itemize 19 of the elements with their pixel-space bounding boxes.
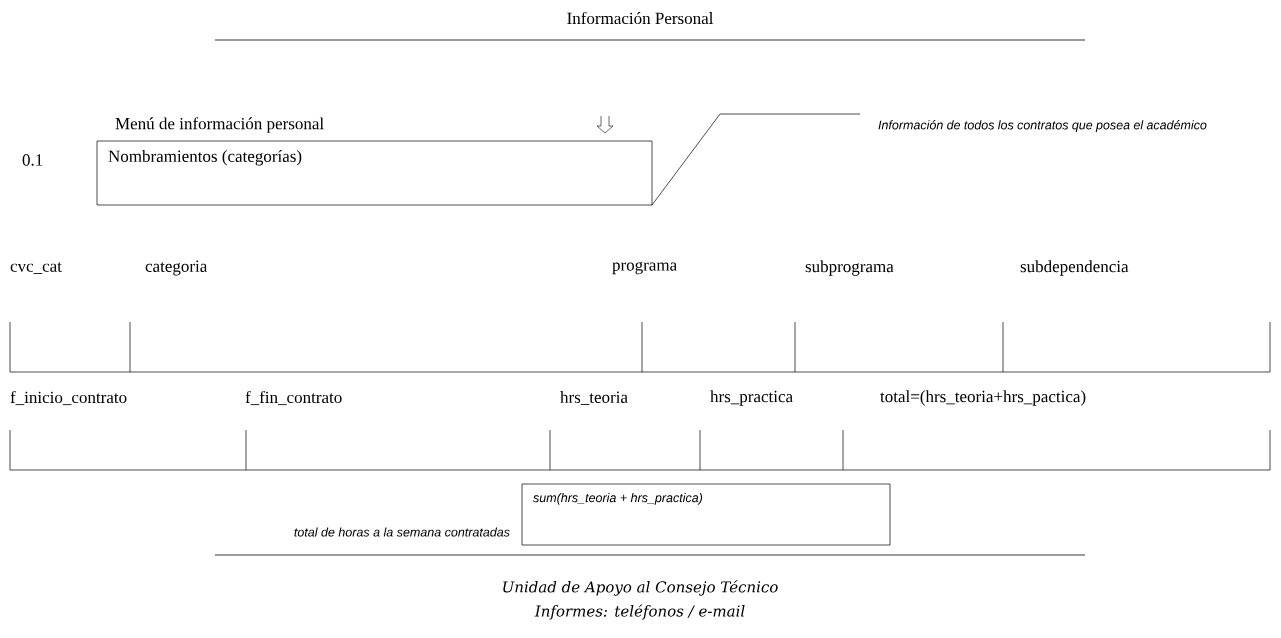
field-name: subprograma bbox=[805, 260, 894, 276]
item-number: 0.1 bbox=[22, 154, 43, 166]
annotation-text: Información de todos los contratos que posea el académico bbox=[878, 120, 1207, 132]
field-name: total=(hrs_teoria+hrs_pactica) bbox=[880, 390, 1086, 406]
field-name: f_inicio_contrato bbox=[10, 390, 127, 406]
footer-text: Unidad de Apoyo al Consejo Técnico bbox=[503, 580, 778, 596]
menu-item-box: Nombramientos (categorías) bbox=[96, 140, 653, 206]
field-name: hrs_practica bbox=[710, 390, 793, 406]
field-name: hrs_teoria bbox=[560, 391, 628, 405]
field-name: programa bbox=[612, 261, 677, 275]
side-note: total de horas a la semana contratadas bbox=[294, 527, 510, 537]
field-name: categoria bbox=[145, 260, 208, 276]
formula-box: sum(hrs_teoria + hrs_practica) bbox=[521, 483, 891, 546]
field-name: cvc_cat bbox=[10, 262, 62, 274]
footer-text: Informes: teléfonos / e-mail bbox=[534, 604, 745, 620]
field-name: f_fin_contrato bbox=[245, 390, 342, 406]
title: Información Personal bbox=[567, 11, 714, 25]
field-name: subdependencia bbox=[1020, 260, 1129, 276]
leader-line bbox=[651, 113, 861, 206]
